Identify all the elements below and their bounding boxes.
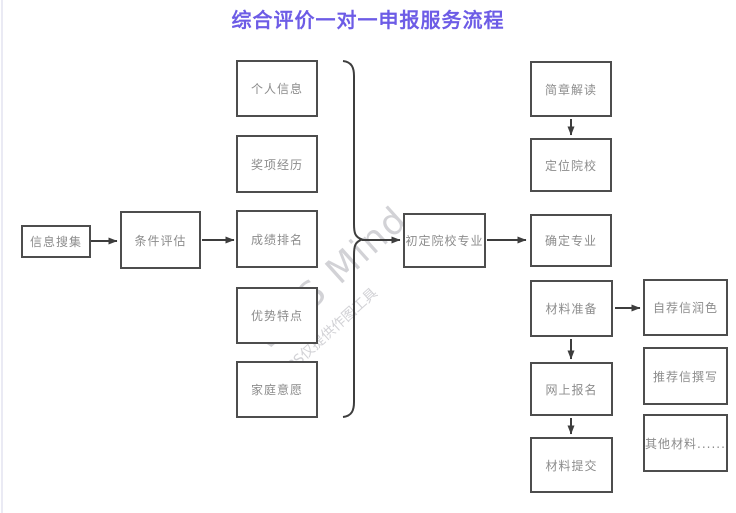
node-family-wishes[interactable]: 家庭意愿 [236, 361, 318, 418]
node-material-prep[interactable]: 材料准备 [530, 280, 613, 337]
node-info-collect[interactable]: 信息搜集 [21, 225, 91, 258]
brace-factors [342, 60, 365, 418]
node-score-ranking[interactable]: 成绩排名 [236, 210, 318, 268]
node-major-confirm[interactable]: 确定专业 [530, 214, 612, 267]
node-condition-eval[interactable]: 条件评估 [120, 211, 201, 269]
page-title[interactable]: 综合评价一对一申报服务流程 [231, 8, 505, 32]
node-self-letter-polish[interactable]: 自荐信润色 [643, 279, 728, 336]
page-edge-line [1, 0, 3, 513]
node-preliminary-college-major[interactable]: 初定院校专业 [403, 213, 486, 268]
node-advantage-traits[interactable]: 优势特点 [236, 287, 318, 344]
node-college-positioning[interactable]: 定位院校 [530, 138, 612, 192]
node-brochure-reading[interactable]: 简章解读 [530, 61, 612, 117]
node-material-submit[interactable]: 材料提交 [530, 437, 613, 493]
node-personal-info[interactable]: 个人信息 [236, 60, 318, 117]
node-award-experience[interactable]: 奖项经历 [236, 135, 318, 193]
node-online-registration[interactable]: 网上报名 [530, 362, 613, 416]
node-recommendation-letter[interactable]: 推荐信撰写 [643, 347, 728, 405]
node-other-materials[interactable]: 其他材料...... [643, 414, 728, 472]
